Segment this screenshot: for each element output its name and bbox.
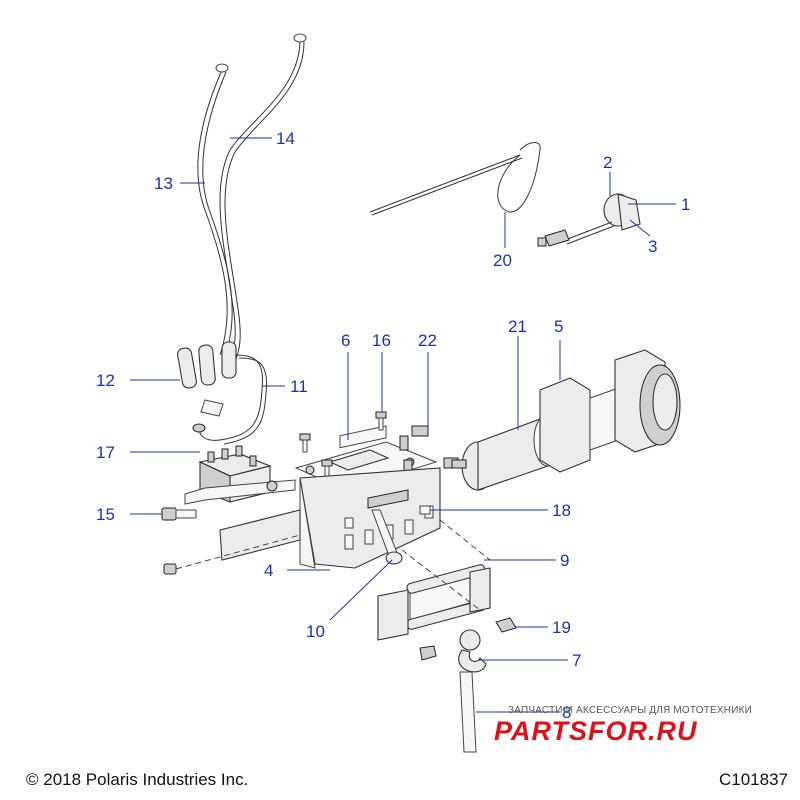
winch-drum-5 [539, 349, 681, 473]
switch-assembly-1 [537, 193, 641, 247]
hook-7 [458, 629, 487, 673]
cable-boots-12 [177, 341, 237, 417]
callout-1: 1 [681, 195, 690, 214]
mount-bracket-4 [163, 467, 441, 575]
callout-17: 17 [96, 443, 115, 462]
callout-4: 4 [264, 561, 273, 580]
bolt-16 [299, 411, 387, 479]
callout-8: 8 [562, 703, 571, 722]
callout-14: 14 [276, 129, 295, 148]
battery-cable-14 [219, 33, 307, 368]
contactor-17 [184, 445, 296, 505]
nut-19 [419, 617, 517, 661]
copyright-text: © 2018 Polaris Industries Inc. [26, 770, 249, 789]
callout-2: 2 [603, 153, 612, 172]
callout-13: 13 [154, 174, 173, 193]
bracket-slot-18 [419, 505, 431, 515]
bolt-15 [161, 507, 197, 521]
bolt-22 [399, 425, 459, 475]
callout-5: 5 [554, 317, 563, 336]
figure-id: C101837 [718, 770, 788, 789]
callout-20: 20 [493, 251, 512, 270]
callout-3: 3 [648, 237, 657, 256]
rope-10 [371, 509, 403, 565]
watermark-logo: PARTSFOR.RU [494, 716, 698, 746]
cable-11 [192, 354, 268, 445]
callout-6: 6 [341, 331, 350, 350]
cable-tie-20 [369, 142, 541, 216]
callout-12: 12 [96, 371, 115, 390]
callout-16: 16 [372, 331, 391, 350]
watermark-tagline: ЗАПЧАСТИ И АКСЕССУАРЫ ДЛЯ МОТОТЕХНИКИ [508, 705, 753, 716]
callout-7: 7 [572, 651, 581, 670]
callout-22: 22 [418, 331, 437, 350]
callout-labels: 1 2 3 4 5 6 7 8 9 10 11 12 13 14 15 16 1… [96, 129, 690, 722]
callout-11: 11 [290, 377, 308, 396]
callout-21: 21 [508, 317, 527, 336]
callout-15: 15 [96, 505, 115, 524]
roller-fairlead-9 [377, 519, 491, 641]
callout-19: 19 [552, 618, 571, 637]
callout-9: 9 [560, 551, 569, 570]
leader-lines [130, 137, 676, 713]
battery-cable-13 [197, 63, 233, 358]
callout-18: 18 [552, 501, 571, 520]
hook-strap-8 [459, 671, 477, 753]
callout-10: 10 [306, 622, 325, 641]
